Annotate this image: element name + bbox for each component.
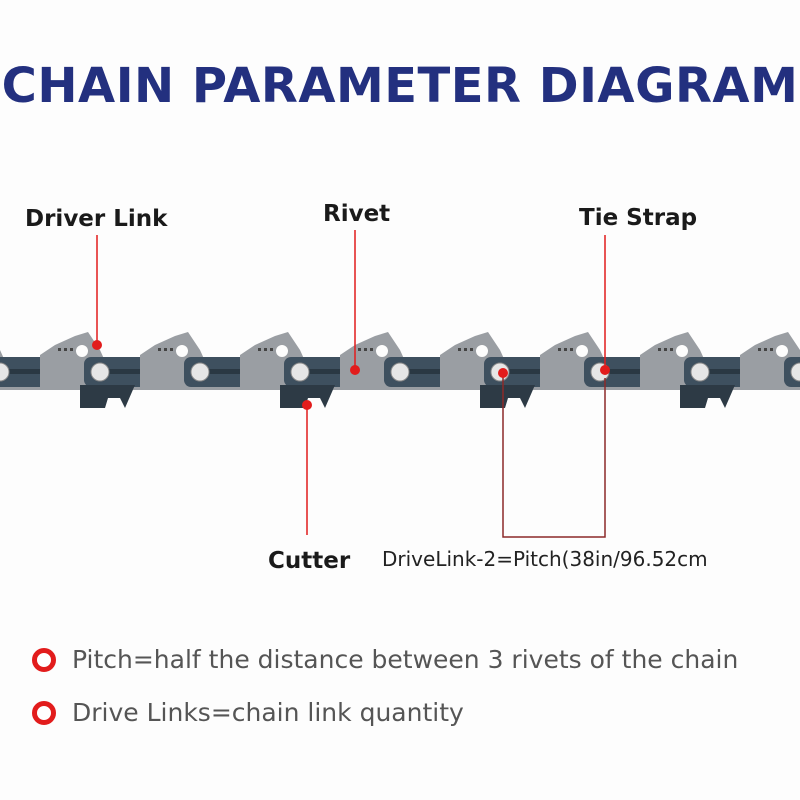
cutter <box>80 385 135 408</box>
note-pitch: Pitch=half the distance between 3 rivets… <box>32 645 738 674</box>
tooth-dot <box>158 348 161 351</box>
marker-dot <box>350 365 360 375</box>
bullet-ring-icon <box>32 700 56 725</box>
plate-groove <box>208 369 248 374</box>
tooth-dot <box>464 348 467 351</box>
tooth-dot <box>770 348 773 351</box>
plate-groove <box>508 369 548 374</box>
plate-groove <box>8 369 48 374</box>
tooth-hole <box>576 345 588 357</box>
plate-groove <box>108 369 148 374</box>
tooth-dot <box>358 348 361 351</box>
tooth-dot <box>164 348 167 351</box>
tooth-dot <box>70 348 73 351</box>
plate-groove <box>708 369 748 374</box>
tooth-dot <box>270 348 273 351</box>
tooth-dot <box>470 348 473 351</box>
cutter <box>480 385 535 408</box>
diagram-title: CHAIN PARAMETER DIAGRAM <box>1 58 799 114</box>
marker-dot <box>92 340 102 350</box>
tooth-dot <box>558 348 561 351</box>
marker-dot <box>302 400 312 410</box>
tooth-dot <box>170 348 173 351</box>
tooth-dot <box>564 348 567 351</box>
note-drive-links: Drive Links=chain link quantity <box>32 698 464 727</box>
tooth-hole <box>776 345 788 357</box>
tooth-hole <box>176 345 188 357</box>
tooth-dot <box>58 348 61 351</box>
bullet-ring-icon <box>32 647 56 672</box>
rivet <box>90 362 110 382</box>
tooth-hole <box>676 345 688 357</box>
rivet <box>190 362 210 382</box>
label-tie-strap: Tie Strap <box>579 205 698 231</box>
plate-groove <box>408 369 448 374</box>
tooth-dot <box>758 348 761 351</box>
tooth-dot <box>658 348 661 351</box>
tooth-hole <box>376 345 388 357</box>
cutter <box>680 385 735 408</box>
note-text: Drive Links=chain link quantity <box>72 698 464 727</box>
marker-dot <box>498 368 508 378</box>
marker-dot <box>600 365 610 375</box>
tooth-dot <box>364 348 367 351</box>
tooth-dot <box>264 348 267 351</box>
pitch-formula: DriveLink-2=Pitch(38in/96.52cm <box>382 547 708 571</box>
rivet <box>690 362 710 382</box>
plate-groove <box>608 369 648 374</box>
cutter <box>280 385 335 408</box>
rivet <box>0 362 10 382</box>
note-text: Pitch=half the distance between 3 rivets… <box>72 645 739 674</box>
tooth-hole <box>276 345 288 357</box>
rivet <box>790 362 800 382</box>
tooth-dot <box>370 348 373 351</box>
pitch-bracket <box>502 375 606 538</box>
plate-groove <box>308 369 348 374</box>
rivet <box>290 362 310 382</box>
rivet <box>390 362 410 382</box>
label-driver-link: Driver Link <box>25 206 168 232</box>
tooth-dot <box>570 348 573 351</box>
label-cutter: Cutter <box>268 548 351 574</box>
tooth-dot <box>258 348 261 351</box>
tooth-hole <box>476 345 488 357</box>
label-rivet: Rivet <box>323 201 391 227</box>
tooth-dot <box>670 348 673 351</box>
tooth-hole <box>76 345 88 357</box>
tooth-dot <box>764 348 767 351</box>
tooth-dot <box>664 348 667 351</box>
tooth-dot <box>64 348 67 351</box>
tooth-dot <box>458 348 461 351</box>
